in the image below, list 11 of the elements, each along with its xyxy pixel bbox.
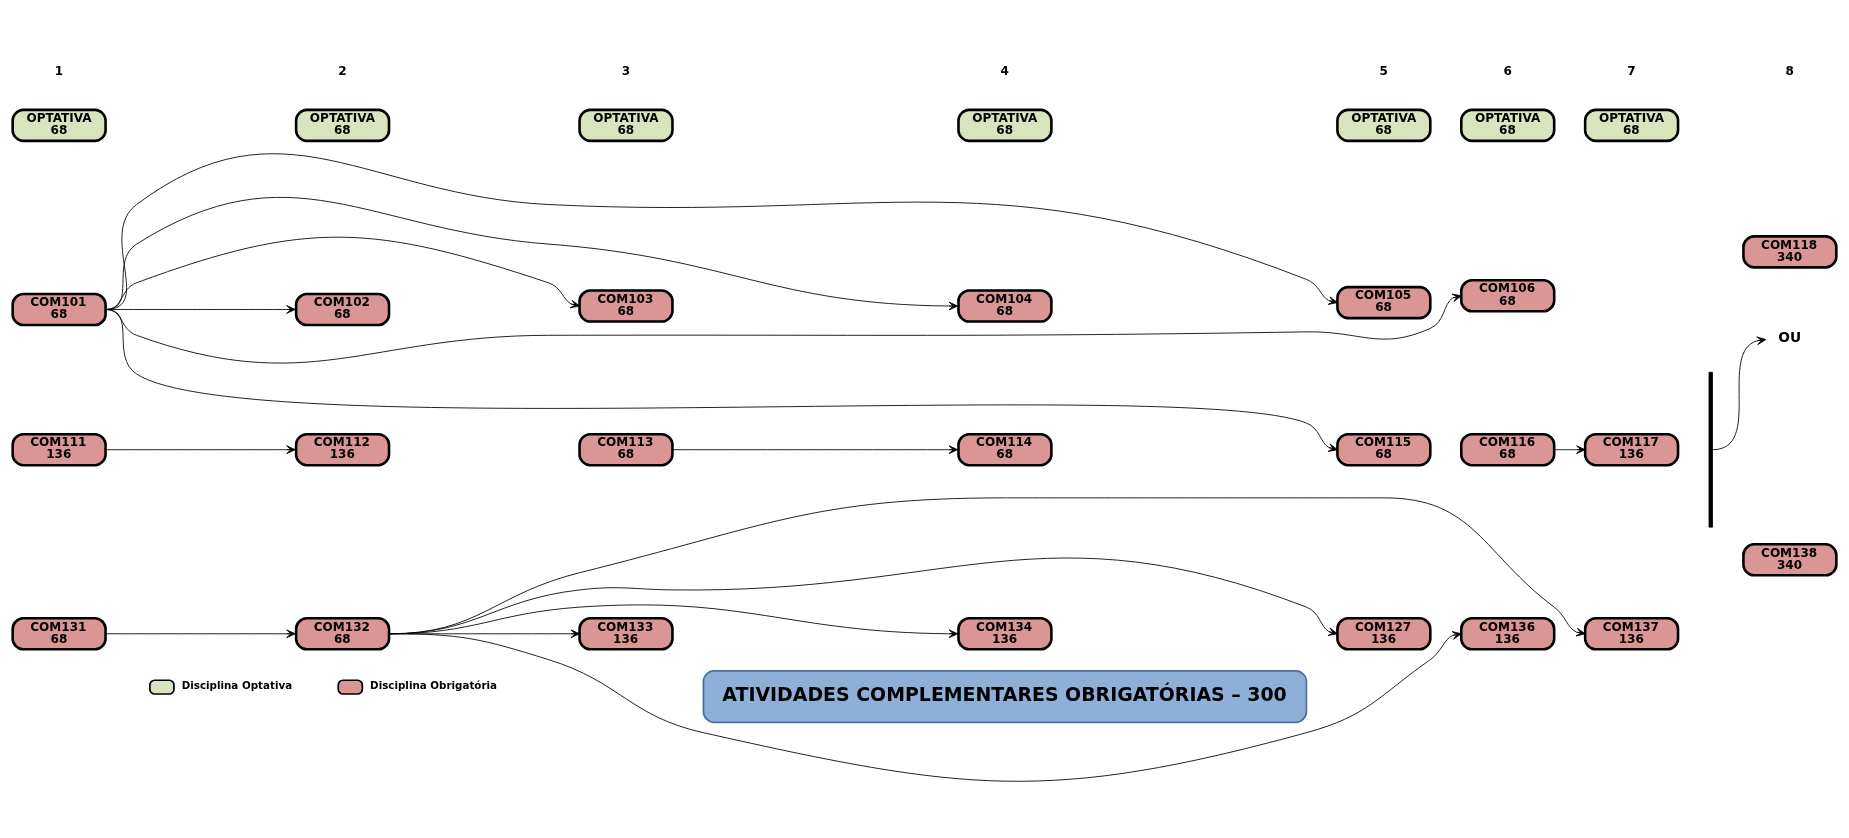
label: 4 [1000,63,1009,78]
label: 6 [1503,63,1512,78]
node-text: OU [1778,328,1802,345]
label: 8 [1785,63,1794,78]
label: 7 [1627,63,1636,78]
label: 1 [54,63,64,78]
label: 5 [1379,63,1388,78]
legend-label: Disciplina Obrigatória [370,678,498,691]
label: 3 [621,63,631,78]
label: 2 [338,63,347,78]
legend-label: Disciplina Optativa [181,678,293,691]
